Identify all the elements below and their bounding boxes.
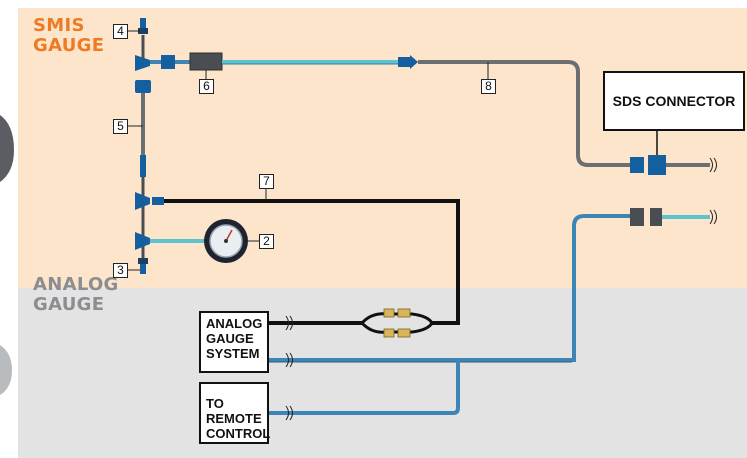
fitting-8-left bbox=[398, 57, 410, 67]
inline-filter-6 bbox=[189, 52, 223, 71]
device-silhouette-top bbox=[0, 115, 14, 182]
callout-2: 2 bbox=[259, 234, 274, 249]
coupler-lower-left bbox=[383, 328, 395, 338]
blue-hose-remote bbox=[269, 214, 630, 362]
remote-control-box: TO REMOTE CONTROL bbox=[199, 382, 270, 444]
cut-mark-sds bbox=[709, 157, 717, 173]
cut-mark-analog-black bbox=[285, 315, 293, 331]
fitting-4-nut bbox=[138, 28, 148, 34]
blue-hose-branch bbox=[269, 360, 460, 415]
analog-gauge-system-box: ANALOG GAUGE SYSTEM bbox=[199, 311, 269, 373]
fitting-4 bbox=[140, 18, 146, 34]
cut-mark-remote-out bbox=[709, 209, 717, 225]
cut-mark-analog-blue bbox=[285, 352, 293, 368]
hose-coupler-loop bbox=[359, 312, 434, 334]
gauge-2-hub bbox=[224, 239, 228, 243]
tee-fitting-7 bbox=[135, 192, 150, 210]
callout-8: 8 bbox=[481, 79, 496, 94]
tee-fitting-top bbox=[135, 55, 150, 71]
smis-zone bbox=[18, 8, 747, 288]
analog-gauge-label: ANALOG GAUGE bbox=[33, 274, 119, 315]
sds-connector-female bbox=[648, 155, 666, 175]
coupler-lower-right bbox=[397, 328, 411, 338]
device-silhouette-bottom bbox=[0, 345, 12, 395]
callout-4: 4 bbox=[113, 24, 128, 39]
smis-gauge-label: SMIS GAUGE bbox=[33, 15, 105, 56]
coupler-upper-right bbox=[397, 308, 411, 318]
callout-3: 3 bbox=[113, 263, 128, 278]
fitting-3-nut bbox=[138, 258, 148, 264]
analog-zone bbox=[18, 288, 747, 458]
hose-8 bbox=[418, 60, 630, 167]
remote-connector-male bbox=[630, 208, 644, 226]
sds-connector-male bbox=[630, 157, 644, 173]
remote-connector-female bbox=[650, 208, 662, 226]
cut-mark-remote bbox=[285, 405, 293, 421]
gauge-2-needle bbox=[225, 229, 233, 242]
tee-fitting-2 bbox=[135, 232, 150, 250]
callout-7: 7 bbox=[259, 174, 274, 189]
sds-connector-box: SDS CONNECTOR bbox=[603, 71, 745, 131]
fitting-7 bbox=[152, 197, 164, 205]
fitting-3 bbox=[140, 258, 146, 274]
callout-6: 6 bbox=[199, 79, 214, 94]
swivel-fitting bbox=[135, 80, 151, 93]
hose-7 bbox=[164, 199, 460, 325]
fitting-hose-5 bbox=[140, 155, 146, 177]
fitting-6-left bbox=[161, 55, 175, 69]
callout-5: 5 bbox=[113, 119, 128, 134]
coupler-upper-left bbox=[383, 308, 395, 318]
fitting-8-cone bbox=[410, 55, 418, 69]
